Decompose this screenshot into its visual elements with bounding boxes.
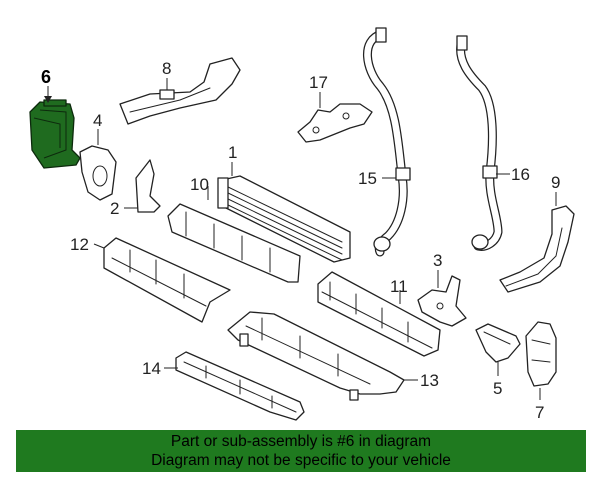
callout-17: 17	[309, 73, 328, 92]
part-8[interactable]	[119, 57, 241, 125]
part-3[interactable]	[417, 275, 467, 327]
part-15[interactable]	[363, 27, 411, 257]
callout-1: 1	[228, 143, 237, 162]
part-14[interactable]	[175, 351, 305, 421]
callout-14: 14	[142, 359, 161, 378]
callout-12: 12	[70, 235, 89, 254]
callout-8: 8	[162, 59, 171, 78]
callout-6: 6	[41, 67, 51, 87]
banner-line-1: Part or sub-assembly is #6 in diagram	[170, 433, 432, 450]
part-11[interactable]	[317, 271, 441, 357]
banner-line-2: Diagram may not be specific to your vehi…	[151, 452, 451, 469]
callout-15: 15	[358, 169, 377, 188]
part-6-highlighted[interactable]	[29, 99, 81, 169]
part-4[interactable]	[79, 145, 117, 201]
leader-12	[93, 243, 105, 249]
part-9[interactable]	[499, 205, 575, 293]
leader-6-arrow	[44, 96, 52, 103]
callout-2: 2	[110, 199, 119, 218]
part-1[interactable]	[217, 175, 351, 263]
callout-3: 3	[433, 251, 442, 270]
callout-16: 16	[511, 165, 530, 184]
part-10[interactable]	[167, 203, 301, 283]
part-16[interactable]	[456, 35, 503, 251]
part-13[interactable]	[227, 311, 405, 401]
callout-7: 7	[535, 403, 544, 422]
part-12[interactable]	[103, 237, 231, 323]
info-banner: Part or sub-assembly is #6 in diagram Di…	[16, 430, 586, 472]
part-17[interactable]	[297, 103, 373, 143]
callout-11: 11	[390, 277, 408, 296]
callout-4: 4	[93, 111, 102, 130]
callout-5: 5	[493, 379, 502, 398]
part-7[interactable]	[525, 321, 557, 387]
callout-9: 9	[551, 173, 560, 192]
part-5[interactable]	[475, 323, 521, 363]
callout-13: 13	[420, 371, 439, 390]
part-2[interactable]	[135, 159, 161, 213]
callout-10: 10	[190, 175, 209, 194]
